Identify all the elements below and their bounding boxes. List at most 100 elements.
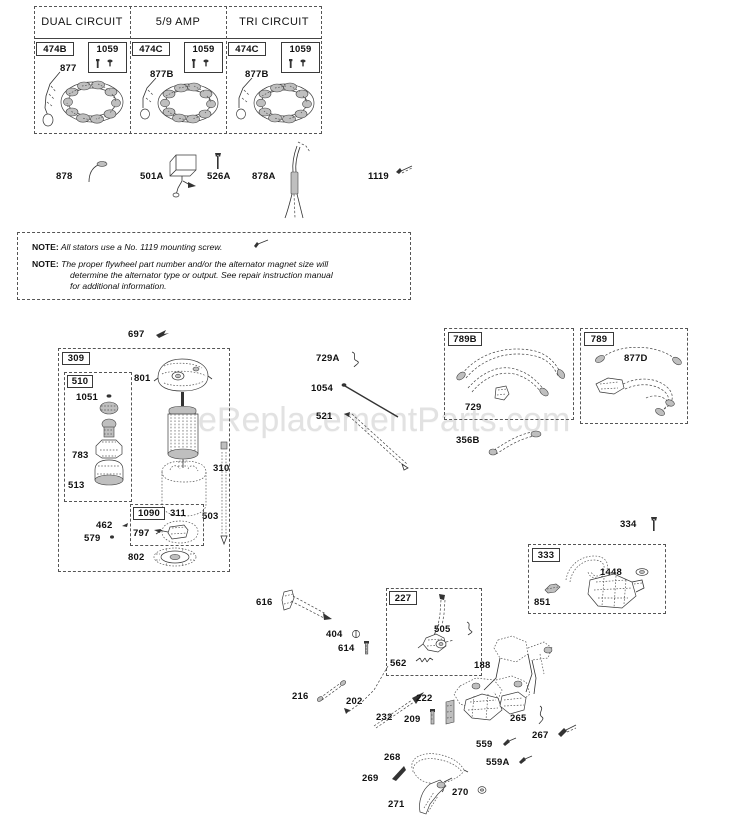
part-art-878 <box>86 160 112 186</box>
table-col-divider-2 <box>226 6 227 134</box>
ref-1448: 1448 <box>600 567 622 578</box>
ref-559a: 559A <box>486 757 510 768</box>
ref-216: 216 <box>292 691 309 702</box>
ref-783: 783 <box>72 450 89 461</box>
table-header-dual-circuit: DUAL CIRCUIT <box>41 16 123 28</box>
part-art-501a-regulator <box>166 148 206 198</box>
ref-802: 802 <box>128 552 145 563</box>
part-art-216-link <box>316 678 348 702</box>
note-2-line-3: for additional information. <box>70 281 167 291</box>
ref-404: 404 <box>326 629 343 640</box>
note-1: NOTE: All stators use a No. 1119 mountin… <box>32 242 223 252</box>
part-art-267-screw <box>556 723 578 739</box>
ref-877b-col2: 877B <box>150 69 174 80</box>
ref-562: 562 <box>390 658 407 669</box>
ref-559: 559 <box>476 739 493 750</box>
ref-334: 334 <box>620 519 637 530</box>
part-art-265 <box>534 704 548 726</box>
part-art-334-screw <box>648 516 660 534</box>
part-tag-1090: 1090 <box>133 507 165 520</box>
brush-holder-box <box>130 504 204 546</box>
part-art-269-pointer <box>390 764 412 782</box>
note-block: NOTE: All stators use a No. 1119 mountin… <box>17 232 411 300</box>
control-bracket-box <box>528 544 666 614</box>
ref-265: 265 <box>510 713 527 724</box>
ref-232: 232 <box>376 712 393 723</box>
part-art-209-pin <box>428 708 438 726</box>
part-tag-309: 309 <box>62 352 90 365</box>
ref-503: 503 <box>202 511 219 522</box>
ref-1051: 1051 <box>76 392 98 403</box>
ref-505: 505 <box>434 624 451 635</box>
ref-188: 188 <box>474 660 491 671</box>
part-art-270-clip <box>476 784 490 796</box>
harness-box-789 <box>580 328 688 424</box>
governor-control-box <box>386 588 482 676</box>
ref-1119: 1119 <box>368 171 389 182</box>
ref-513: 513 <box>68 480 85 491</box>
ref-271: 271 <box>388 799 405 810</box>
ref-877d: 877D <box>624 353 648 364</box>
ref-222: 222 <box>416 693 433 704</box>
table-col-divider-1 <box>130 6 131 134</box>
part-art-526a-screw <box>212 152 224 172</box>
part-tag-1059-col3: 1059 <box>281 42 320 73</box>
ref-209: 209 <box>404 714 421 725</box>
starter-assembly-group-box <box>58 348 230 572</box>
harness-box-789b <box>444 328 574 420</box>
ref-269: 269 <box>362 773 379 784</box>
ref-202: 202 <box>346 696 363 707</box>
ref-1054: 1054 <box>311 383 333 394</box>
ref-851: 851 <box>534 597 551 608</box>
part-art-614-screw <box>362 640 372 656</box>
starter-subgroup-box <box>64 372 132 502</box>
ref-501a: 501A <box>140 171 164 182</box>
note-2-line-1: NOTE: The proper flywheel part number an… <box>32 259 329 269</box>
part-tag-789b: 789B <box>448 332 482 346</box>
table-header-5-9-amp: 5/9 AMP <box>155 16 201 28</box>
table-header-tri-circuit: TRI CIRCUIT <box>239 16 309 28</box>
ref-877b-col3: 877B <box>245 69 269 80</box>
ref-310: 310 <box>213 463 230 474</box>
ref-797: 797 <box>133 528 150 539</box>
part-tag-1059-col2: 1059 <box>184 42 223 73</box>
alternator-table <box>34 6 322 134</box>
ref-356b: 356B <box>456 435 480 446</box>
part-tag-474b: 474B <box>36 42 74 56</box>
ref-801: 801 <box>134 373 151 384</box>
part-art-559a-screw <box>518 754 534 766</box>
ref-878: 878 <box>56 171 73 182</box>
ref-267: 267 <box>532 730 549 741</box>
part-art-559-screw <box>502 736 518 748</box>
ref-270: 270 <box>452 787 469 798</box>
part-tag-1059-col1: 1059 <box>88 42 127 73</box>
part-art-404-clip <box>350 628 362 640</box>
part-art-616-linkage <box>280 588 338 622</box>
part-art-521-rod <box>342 410 412 472</box>
part-art-268-spring <box>404 750 470 793</box>
ref-526a: 526A <box>207 171 231 182</box>
part-art-878a-harness <box>280 140 314 220</box>
ref-268: 268 <box>384 752 401 763</box>
part-tag-474c-col3: 474C <box>228 42 266 56</box>
ref-878a: 878A <box>252 171 276 182</box>
ref-521: 521 <box>316 411 333 422</box>
part-art-729a <box>348 350 364 368</box>
table-header-rule <box>34 38 322 39</box>
ref-311: 311 <box>170 508 186 519</box>
note-2-line-2: determine the alternator type or output.… <box>70 270 333 280</box>
part-tag-227: 227 <box>389 591 417 605</box>
part-tag-333: 333 <box>532 548 560 562</box>
part-art-1119-screw <box>394 164 414 180</box>
ref-877: 877 <box>60 63 77 74</box>
ref-697-arrow <box>155 328 171 340</box>
part-art-356b-lead <box>488 428 544 458</box>
ref-697: 697 <box>128 329 145 340</box>
ref-462: 462 <box>96 520 113 531</box>
part-art-271-lever <box>412 776 456 818</box>
part-tag-474c-col2: 474C <box>132 42 170 56</box>
ref-614: 614 <box>338 643 355 654</box>
part-tag-510: 510 <box>67 375 93 388</box>
part-art-1054-rod <box>340 381 402 421</box>
